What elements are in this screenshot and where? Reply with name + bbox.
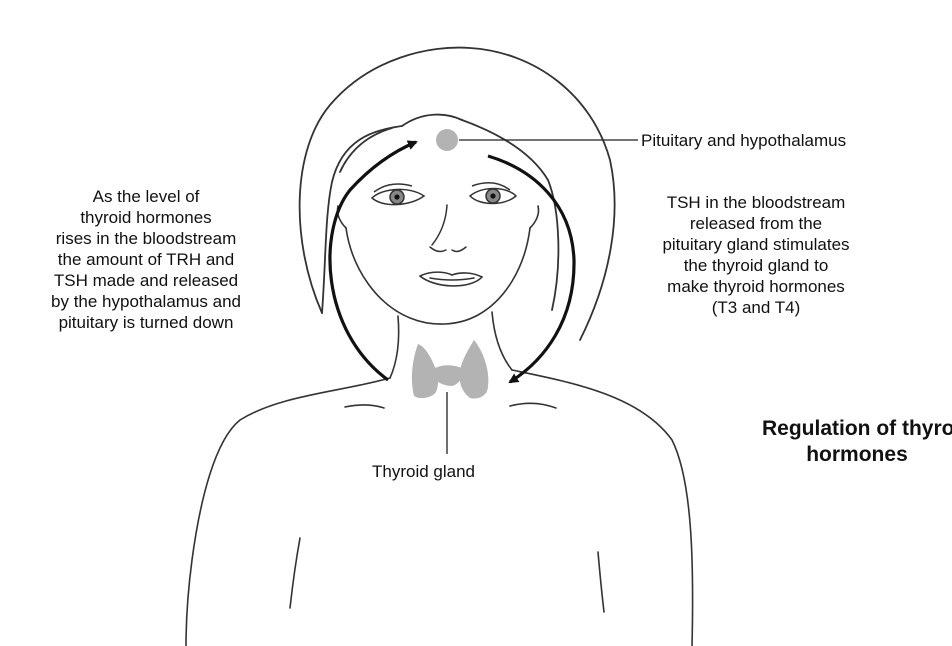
diagram-title: Regulation of thyroid hormones [762,416,952,468]
nose [430,205,466,251]
text-line: As the level of [4,186,288,207]
thyroid-gland-label: Thyroid gland [372,462,475,482]
text-line: the amount of TRH and [4,249,288,270]
title-line: Regulation of thyroid [762,416,952,442]
text-line: (T3 and T4) [616,297,896,318]
text-line: TSH in the bloodstream [616,192,896,213]
stimulation-arrow-down [488,156,574,382]
tsh-stimulation-description: TSH in the bloodstream released from the… [616,192,896,318]
thyroid-gland [412,340,488,399]
title-line: hormones [762,442,952,468]
text-line: rises in the bloodstream [4,228,288,249]
pituitary-marker [436,129,458,151]
text-line: pituitary is turned down [4,312,288,333]
text-line: pituitary gland stimulates [616,234,896,255]
text-line: make thyroid hormones [616,276,896,297]
pituitary-label: Pituitary and hypothalamus [641,131,846,151]
face-outline [337,206,538,324]
text-line: released from the [616,213,896,234]
text-line: by the hypothalamus and [4,291,288,312]
mouth [420,272,482,286]
text-line: the thyroid gland to [616,255,896,276]
feedback-arrow-up [330,142,416,380]
text-line: thyroid hormones [4,207,288,228]
eyes [372,183,516,205]
text-line: TSH made and released [4,270,288,291]
negative-feedback-description: As the level of thyroid hormones rises i… [4,186,288,333]
